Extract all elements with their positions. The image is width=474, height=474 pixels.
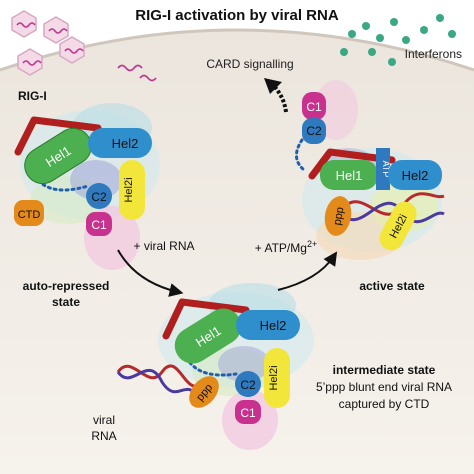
ctd-label: CTD (18, 209, 41, 221)
state-active-label: active state (359, 279, 425, 293)
state-intermediate-title: intermediate state (333, 363, 436, 377)
hel2-domain (88, 128, 152, 158)
hel2i-domain-active: Hel2i (379, 201, 417, 251)
c1-label-intermediate: C1 (240, 406, 256, 420)
rig-i-active: C1 C2 Hel1 ATP Hel2 ppp Hel2i (295, 80, 445, 260)
c1-label: C1 (91, 218, 107, 232)
hel2i-domain (119, 160, 145, 220)
hel1-domain-active (320, 160, 378, 190)
state-intermediate-line2: captured by CTD (339, 397, 430, 411)
card-linker-active (295, 138, 306, 172)
atp-label: ATP (381, 161, 391, 178)
arrow-to-intermediate (117, 249, 184, 297)
card-signalling-arrow-icon (264, 78, 288, 113)
viral-rna-strand-2 (116, 368, 198, 396)
hel2-domain-active (388, 160, 442, 190)
hel1-label-active: Hel1 (336, 168, 363, 183)
ctd-ppp-intermediate: ppp (189, 376, 219, 408)
virus-particle-icon (17, 48, 43, 76)
card-signalling-label: CARD signalling (206, 57, 293, 71)
figure-title: RIG-I activation by viral RNA (135, 7, 339, 24)
ppp-label-active: ppp (331, 206, 346, 226)
hel2-label: Hel2 (112, 136, 139, 151)
step1-label: + viral RNA (133, 239, 194, 253)
ctd-domain (14, 200, 44, 226)
card1-domain-active (302, 92, 326, 120)
virus-particle-icon (59, 36, 85, 64)
pincer-bar-intermediate (162, 298, 250, 340)
state-auto-repressed-line1: auto-repressed (23, 279, 110, 293)
hel2i-domain-intermediate (264, 348, 290, 408)
state-auto-repressed-line2: state (52, 295, 80, 309)
hel1-domain: Hel1 (24, 127, 92, 185)
rig-i-label: RIG-I (18, 89, 47, 103)
interferons-label: Interferons (405, 47, 462, 61)
state-intermediate-line1: 5’ppp blunt end viral RNA (316, 380, 452, 394)
card1-domain-intermediate (235, 400, 261, 424)
hel2-domain-intermediate (236, 310, 300, 340)
arrow-to-active (277, 251, 338, 291)
ctd-ppp-active: ppp (324, 196, 352, 236)
pincer-bar (14, 116, 102, 156)
virus-particle-icon (11, 10, 37, 38)
step2-label-sup: 2+ (307, 239, 317, 249)
hel2-label-active: Hel2 (402, 168, 429, 183)
interferon-dots (340, 14, 456, 66)
rig-i-auto-repressed: Hel1 Hel2 Hel2i C2 C1 CTD (14, 103, 160, 270)
viral-rna-label-line1: viral (93, 413, 115, 427)
step2-label: + ATP/Mg2+ (255, 239, 317, 255)
card1-domain (86, 212, 112, 236)
c1-label-active: C1 (306, 100, 322, 114)
hel1-domain-intermediate: Hel1 (174, 308, 242, 364)
viral-rna-fragment-icon (139, 74, 157, 82)
card2-domain (86, 183, 112, 209)
hel2i-label-intermediate: Hel2i (268, 365, 280, 390)
c2-label-active: C2 (306, 124, 322, 138)
card2-domain-intermediate (235, 371, 261, 397)
viral-rna-label-line2: RNA (91, 429, 116, 443)
atp-marker (376, 148, 390, 190)
c2-label: C2 (91, 190, 107, 204)
pincer-bar-active (308, 148, 396, 180)
step2-label-main: + ATP/Mg (255, 241, 307, 255)
viral-rna-fragment-icon (117, 64, 143, 72)
hel2i-label: Hel2i (123, 177, 135, 202)
virus-particle-icon (43, 16, 69, 44)
card2-domain-active (302, 118, 326, 144)
hel2-label-intermediate: Hel2 (260, 318, 287, 333)
rig-i-intermediate: Hel1 Hel2 Hel2i C2 C1 ppp (116, 283, 314, 450)
c2-label-intermediate: C2 (240, 378, 256, 392)
viral-rna-strand-1 (116, 364, 197, 388)
